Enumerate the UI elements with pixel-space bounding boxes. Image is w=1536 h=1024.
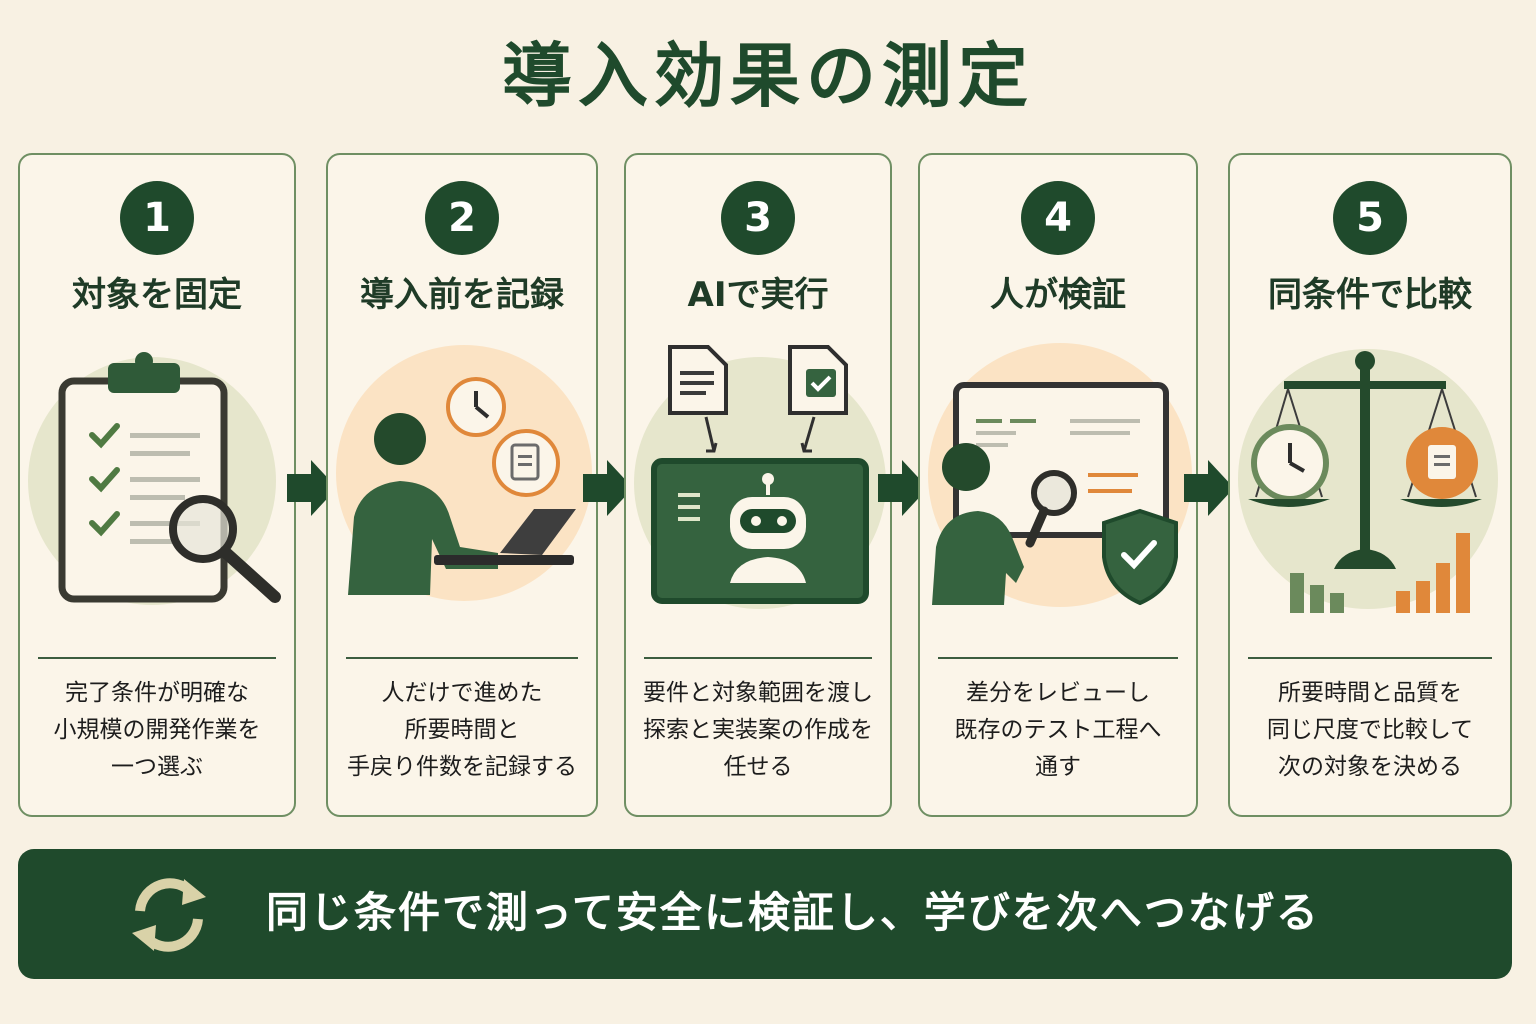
desc-line: 所要時間と品質を bbox=[1278, 680, 1462, 706]
desc-line: 一つ選ぶ bbox=[111, 754, 203, 780]
step-description: 差分をレビューし 既存のテスト工程へ 通す bbox=[926, 675, 1190, 786]
step-title: 導入前を記録 bbox=[360, 275, 564, 315]
step-number-badge: 1 bbox=[120, 181, 194, 255]
clipboard-magnifier-icon bbox=[28, 352, 281, 605]
page-title: 導入効果の測定 bbox=[502, 35, 1034, 117]
step-card-2: 2 導入前を記録 人だけで進めた 所要時間と 手戻り件数を記録する bbox=[326, 153, 598, 817]
person-review-shield-icon bbox=[928, 343, 1192, 607]
desc-line: 所要時間と bbox=[404, 717, 520, 743]
step-title: 同条件で比較 bbox=[1268, 275, 1472, 315]
divider bbox=[346, 657, 578, 659]
summary-banner: 同じ条件で測って安全に検証し、学びを次へつなげる bbox=[18, 849, 1512, 979]
desc-line: 同じ尺度で比較して bbox=[1266, 717, 1474, 743]
desc-line: 通す bbox=[1035, 754, 1081, 780]
divider bbox=[938, 657, 1178, 659]
step-description: 要件と対象範囲を渡し 探索と実装案の作成を 任せる bbox=[632, 675, 884, 786]
step-title: AIで実行 bbox=[687, 275, 829, 315]
step-card-3: 3 AIで実行 要件と対象範囲を渡し 探索と実装案の作成を 任せる bbox=[624, 153, 892, 817]
step-number-badge: 4 bbox=[1021, 181, 1095, 255]
step-card-5: 5 同条件で比較 所要時間と品質を 同じ尺度で比較して 次の対象を決める bbox=[1228, 153, 1512, 817]
divider bbox=[1248, 657, 1492, 659]
balance-scale-chart-icon bbox=[1238, 349, 1498, 613]
desc-line: 人だけで進めた bbox=[381, 680, 543, 706]
banner-text: 同じ条件で測って安全に検証し、学びを次へつなげる bbox=[266, 888, 1320, 937]
desc-line: 小規模の開発作業を bbox=[53, 717, 261, 743]
divider bbox=[644, 657, 872, 659]
desc-line: 差分をレビューし bbox=[966, 680, 1150, 706]
divider bbox=[38, 657, 276, 659]
desc-line: 探索と実装案の作成を bbox=[643, 717, 873, 743]
step-description: 完了条件が明確な 小規模の開発作業を 一つ選ぶ bbox=[26, 675, 288, 786]
desc-line: 次の対象を決める bbox=[1278, 754, 1462, 780]
refresh-cycle-icon bbox=[132, 878, 206, 952]
arrow-right-icon bbox=[583, 460, 633, 516]
step-title: 人が検証 bbox=[990, 275, 1126, 315]
step-number-badge: 5 bbox=[1333, 181, 1407, 255]
arrow-right-icon bbox=[878, 460, 928, 516]
desc-line: 完了条件が明確な bbox=[65, 680, 249, 706]
desc-line: 要件と対象範囲を渡し bbox=[643, 680, 873, 706]
step-description: 人だけで進めた 所要時間と 手戻り件数を記録する bbox=[334, 675, 590, 786]
ai-robot-monitor-icon bbox=[634, 345, 886, 609]
person-laptop-icon bbox=[336, 345, 592, 601]
desc-line: 手戻り件数を記録する bbox=[347, 754, 577, 780]
desc-line: 既存のテスト工程へ bbox=[954, 717, 1162, 743]
step-title: 対象を固定 bbox=[72, 275, 242, 315]
step-card-1: 1 対象を固定 完了条件が明確な 小規模の開発作業を 一つ選ぶ bbox=[18, 153, 296, 817]
arrow-right-icon bbox=[1184, 460, 1234, 516]
step-number-badge: 3 bbox=[721, 181, 795, 255]
step-description: 所要時間と品質を 同じ尺度で比較して 次の対象を決める bbox=[1236, 675, 1504, 786]
step-number-badge: 2 bbox=[425, 181, 499, 255]
step-card-4: 4 人が検証 差分をレビューし 既存のテスト工程へ 通す bbox=[918, 153, 1198, 817]
arrow-right-icon bbox=[287, 460, 337, 516]
desc-line: 任せる bbox=[723, 754, 793, 780]
